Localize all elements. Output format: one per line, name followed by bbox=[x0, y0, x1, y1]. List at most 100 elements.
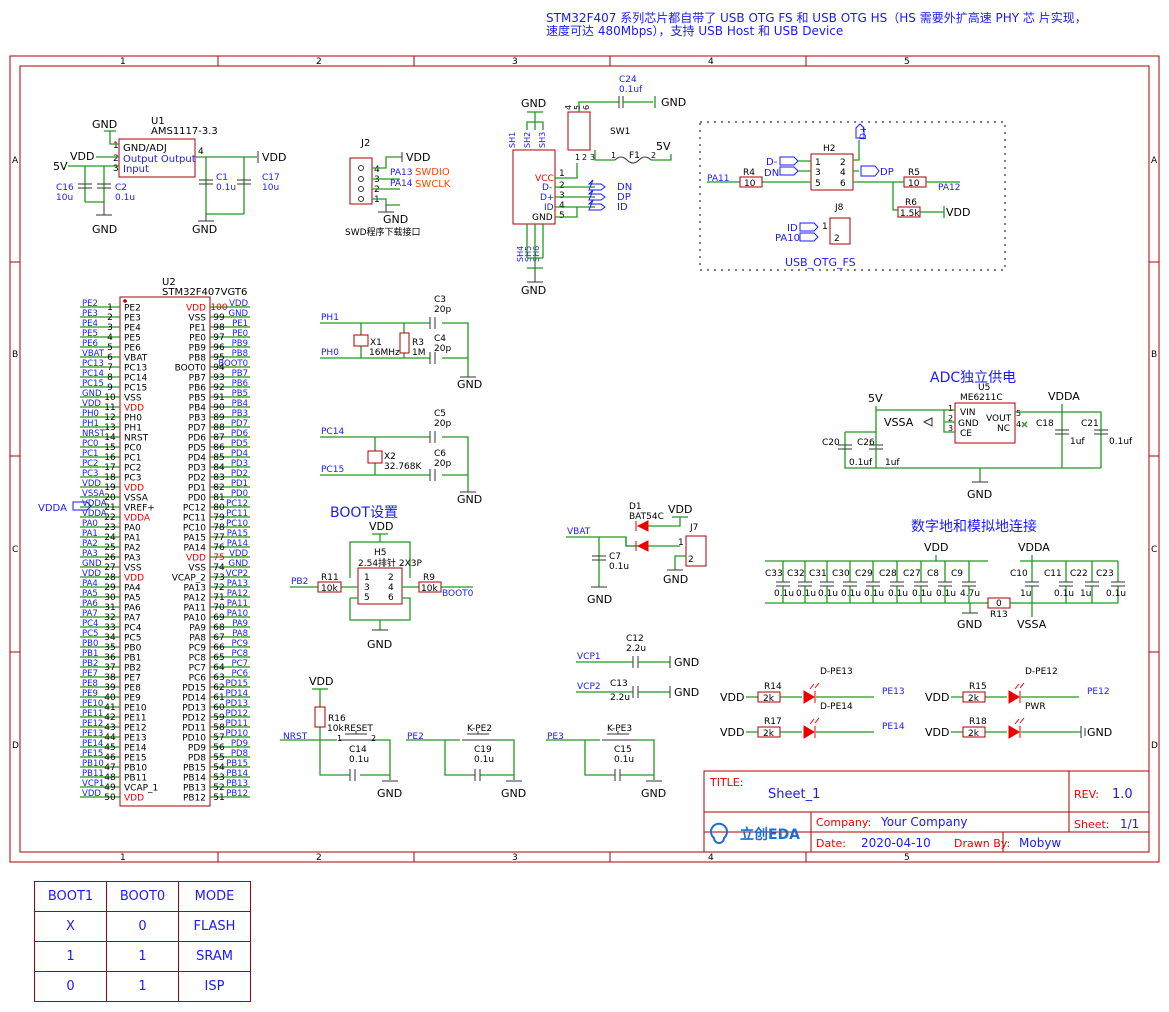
border-col-bottom: 4 bbox=[708, 853, 714, 863]
mcu-right-pin-num: 76 bbox=[213, 543, 225, 553]
border-col-top: 3 bbox=[512, 57, 518, 67]
dec-vssa: VSSA bbox=[1017, 618, 1047, 631]
mcu-right-net: PC7 bbox=[232, 659, 248, 669]
led-r-ref: R17 bbox=[764, 717, 782, 727]
usb-pn3: 3 bbox=[559, 191, 565, 201]
dec-left-cap-val: 0.1u bbox=[888, 589, 908, 599]
border-row-left: A bbox=[12, 156, 19, 166]
usb-sh5: SH5 bbox=[524, 246, 533, 262]
h2-p3: 3 bbox=[815, 168, 821, 178]
mcu-left-pin-name: PE5 bbox=[124, 334, 141, 344]
mcu-left-net: GND bbox=[82, 559, 102, 569]
adc-5v: 5V bbox=[868, 392, 883, 405]
mcu-left-pin-num: 9 bbox=[107, 383, 113, 393]
mcu-left-pin-name: PH1 bbox=[124, 424, 142, 434]
mcu-left-pin-num: 36 bbox=[104, 653, 116, 663]
vcap-block: VCP1 C12 2.2u GND VCP2 C13 2.2u GND bbox=[576, 634, 699, 703]
otg-dn: DN bbox=[764, 168, 779, 179]
adc-gnd: GND bbox=[967, 488, 992, 501]
c24-ref: C24 bbox=[619, 75, 637, 85]
led-net: PE12 bbox=[1087, 687, 1110, 697]
mcu-right-pin-num: 95 bbox=[213, 353, 224, 363]
mcu-right-net: PC12 bbox=[226, 499, 248, 509]
mcu-left-pin-name: PE8 bbox=[124, 684, 141, 694]
dec-left-cap-val: 0.1u bbox=[912, 589, 932, 599]
h5-body bbox=[357, 567, 403, 605]
mcu-left-pin-name: PA4 bbox=[124, 584, 141, 594]
x1-net-ph1: PH1 bbox=[321, 313, 339, 323]
xtal2-block: PC14 PC15 X2 32.768K C5 20p C6 20p GND bbox=[320, 409, 482, 506]
u1-body bbox=[118, 138, 196, 178]
mcu-right-pin-num: 87 bbox=[213, 433, 224, 443]
mcu-right-pin-num: 70 bbox=[213, 603, 225, 613]
mcu-left-pin-name: VSS bbox=[124, 394, 142, 404]
x1-net-ph0: PH0 bbox=[321, 348, 339, 358]
c6-ref: C6 bbox=[434, 449, 446, 459]
mcu-left-pin-name: PA5 bbox=[124, 594, 141, 604]
mcu-left-net: PE2 bbox=[82, 299, 98, 309]
border-col-bottom: 5 bbox=[904, 853, 910, 863]
c20-ref: C20 bbox=[822, 438, 840, 448]
mcu-left-pin-num: 34 bbox=[104, 633, 116, 643]
led-r-val: 2k bbox=[968, 729, 980, 739]
boot-boot0: BOOT0 bbox=[442, 589, 474, 599]
tb-drawn: Mobyw bbox=[1019, 836, 1061, 850]
mcu-right-net: PD4 bbox=[231, 449, 248, 459]
reset-vdd: VDD bbox=[309, 675, 333, 688]
mcu-right-net: PA13 bbox=[227, 579, 248, 589]
dec-right-cap-val: 1u bbox=[1020, 589, 1031, 599]
mcu-left-pin-num: 37 bbox=[104, 663, 115, 673]
j8-ref: J8 bbox=[834, 203, 844, 213]
j2-label-swclk: SWCLK bbox=[415, 179, 451, 190]
led-gnd-symbol bbox=[1080, 726, 1086, 738]
sw1-p5: 5 bbox=[573, 105, 582, 110]
sw1-body bbox=[567, 111, 591, 151]
reset-p1: 1 bbox=[337, 734, 342, 743]
j2-ref: J2 bbox=[360, 138, 370, 149]
mcu-right-pin-num: 73 bbox=[213, 573, 224, 583]
dec-right-cap-plates bbox=[1111, 581, 1125, 587]
dec-left-cap-ref: C27 bbox=[903, 569, 921, 579]
mcu-right-pin-num: 90 bbox=[213, 403, 225, 413]
dec-right-cap-val: 0.1u bbox=[1054, 589, 1074, 599]
mcu-left-net: VDD bbox=[82, 479, 101, 489]
mcu-left-net: PC5 bbox=[82, 629, 98, 639]
mcu-left-pin-num: 43 bbox=[104, 723, 115, 733]
mcu-right-net: PC8 bbox=[232, 649, 248, 659]
mcu-right-pin-name: VDD bbox=[186, 304, 206, 314]
c3-val: 20p bbox=[434, 305, 451, 315]
vbat-block: D1 BAT54C VDD VBAT C7 0.1u GND J7 1 2 GN… bbox=[566, 502, 707, 606]
border-row-right: C bbox=[1151, 545, 1157, 555]
c13-val: 2.2u bbox=[610, 693, 630, 703]
mcu-left-net: VDD bbox=[82, 399, 101, 409]
d1-part: BAT54C bbox=[629, 512, 664, 522]
d1-ref: D1 bbox=[629, 502, 642, 512]
mcu-right-pin-name: PC10 bbox=[183, 524, 206, 534]
r16-ref: R16 bbox=[328, 714, 346, 724]
mcu-left-pin-num: 47 bbox=[104, 763, 115, 773]
c19-val: 0.1u bbox=[474, 755, 494, 765]
mcu-left-net: PE10 bbox=[82, 699, 103, 709]
sw1-p4: 4 bbox=[564, 105, 573, 110]
mcu-right-pin-num: 75 bbox=[213, 553, 224, 563]
mcu-left-pin-name: PH0 bbox=[124, 414, 142, 424]
u5-vin: VIN bbox=[960, 408, 976, 418]
boot-vdd: VDD bbox=[369, 520, 393, 533]
c7-val: 0.1u bbox=[609, 562, 629, 572]
mcu-left-pin-name: PB11 bbox=[124, 774, 147, 784]
h2-ref: H2 bbox=[823, 144, 836, 154]
u5-pn4: 4 bbox=[1016, 420, 1021, 429]
mcu-left-pin-name: VDD bbox=[124, 574, 144, 584]
led-net: PE13 bbox=[882, 687, 905, 697]
c15-val: 0.1u bbox=[614, 755, 634, 765]
u2-pin1-dot bbox=[123, 299, 127, 303]
tb-company-label: Company: bbox=[816, 816, 871, 829]
mcu-left-pin-name: PA3 bbox=[124, 554, 141, 564]
border-col-bottom: 2 bbox=[316, 853, 322, 863]
mcu-right-pin-name: BOOT0 bbox=[175, 364, 207, 374]
mcu-right-pin-num: 67 bbox=[213, 633, 224, 643]
tb-date-label: Date: bbox=[816, 837, 846, 850]
tb-rev: 1.0 bbox=[1112, 787, 1133, 802]
mcu-right-net: PB6 bbox=[232, 379, 248, 389]
r11-ref: R11 bbox=[321, 573, 339, 583]
